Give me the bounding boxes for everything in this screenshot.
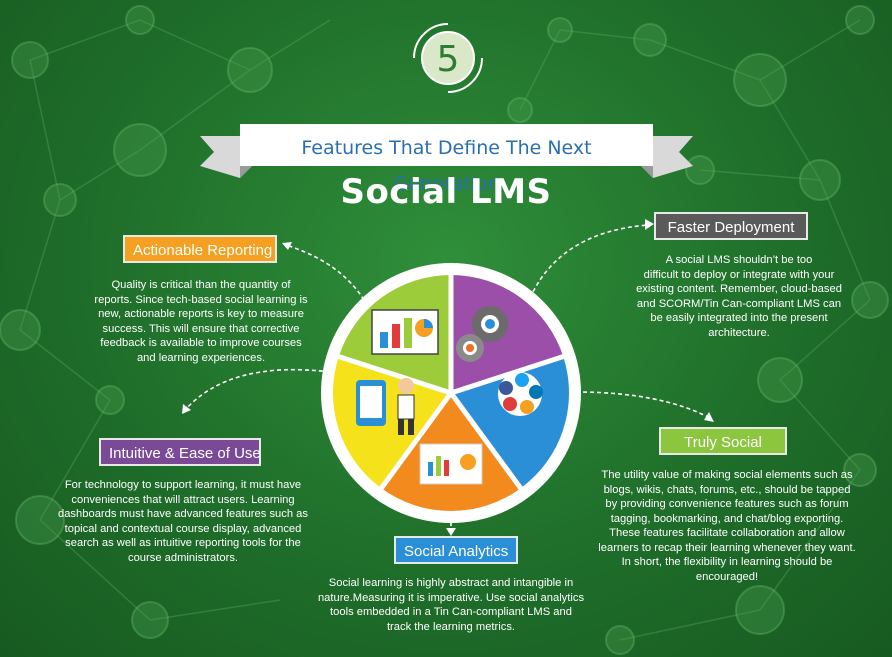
- desc-truly-social: The utility value of making social eleme…: [578, 468, 876, 584]
- desc-line: success. This will ensure that correctiv…: [102, 322, 300, 335]
- report-chart-icon: [371, 309, 439, 355]
- desc-faster-deployment: A social LMS shouldn’t be too difficult …: [604, 253, 874, 340]
- desc-line: Quality is critical than the quantity of: [111, 279, 291, 291]
- desc-line: A social LMS shouldn’t be too: [665, 254, 813, 266]
- desc-line: architecture.: [708, 326, 770, 339]
- desc-line: be easily integrated into the present: [650, 312, 828, 324]
- desc-line: existing content. Remember, cloud-based: [636, 283, 842, 295]
- page-title: Social LMS: [340, 172, 552, 212]
- social-bubbles-icon: [498, 372, 543, 416]
- desc-line: dashboards must have advanced features s…: [57, 508, 308, 520]
- ribbon: [200, 124, 693, 178]
- desc-line: topical and contextual course display, a…: [64, 522, 302, 535]
- desc-line: Social learning is highly abstract and i…: [328, 577, 574, 589]
- desc-line: conveniences that will attract users. Le…: [71, 493, 295, 506]
- gears-icon: [456, 306, 508, 362]
- desc-line: and SCORM/Tin Can-compliant LMS can: [636, 297, 842, 310]
- desc-line: feedback is available to improve courses: [100, 337, 302, 349]
- desc-line: search as well as intuitive reporting to…: [65, 537, 301, 549]
- desc-line: The utility value of making social eleme…: [601, 469, 853, 481]
- number-badge: 5: [413, 23, 483, 93]
- desc-line: These features facilitate collaboration …: [609, 527, 845, 539]
- badge-number: 5: [437, 39, 460, 80]
- desc-intuitive-ease: For technology to support learning, it m…: [38, 478, 328, 565]
- label-faster-deployment: Faster Deployment: [654, 212, 808, 240]
- desc-line: In short, the flexibility in learning sh…: [621, 556, 833, 568]
- desc-line: track the learning metrics.: [386, 620, 516, 633]
- desc-line: nature.Measuring it is imperative. Use s…: [317, 591, 585, 604]
- tablet-user-icon: [356, 378, 415, 435]
- analytics-box-icon: [419, 443, 483, 485]
- desc-line: course administrators.: [127, 551, 239, 564]
- feature-wheel: [321, 263, 581, 523]
- label-social-analytics: Social Analytics: [394, 536, 518, 564]
- label-truly-social: Truly Social: [659, 427, 787, 455]
- ribbon-text: Features That Define The Next Generation: [301, 137, 592, 195]
- desc-line: For technology to support learning, it m…: [64, 479, 302, 491]
- desc-line: tools embedded in a Tin Can-compliant LM…: [330, 606, 572, 618]
- desc-line: difficult to deploy or integrate with yo…: [643, 268, 835, 281]
- desc-actionable-reporting: Quality is critical than the quantity of…: [66, 278, 336, 365]
- desc-line: reports. Since tech-based social learnin…: [94, 293, 308, 306]
- desc-line: blogs, wikis, chats, forums, etc., shoul…: [603, 483, 851, 496]
- desc-line: and learning experiences.: [136, 351, 266, 364]
- label-intuitive-ease: Intuitive & Ease of Use: [99, 438, 261, 466]
- desc-line: tagging, bookmarking, and chat/blog expo…: [610, 512, 844, 525]
- desc-line: encouraged!: [695, 570, 759, 583]
- desc-line: by providing convenience features such a…: [605, 498, 849, 510]
- desc-line: new, actionable reports is key to measur…: [98, 308, 304, 320]
- desc-social-analytics: Social learning is highly abstract and i…: [290, 576, 612, 634]
- desc-line: learners to recap their learning wheneve…: [598, 541, 856, 554]
- label-actionable-reporting: Actionable Reporting: [123, 235, 277, 263]
